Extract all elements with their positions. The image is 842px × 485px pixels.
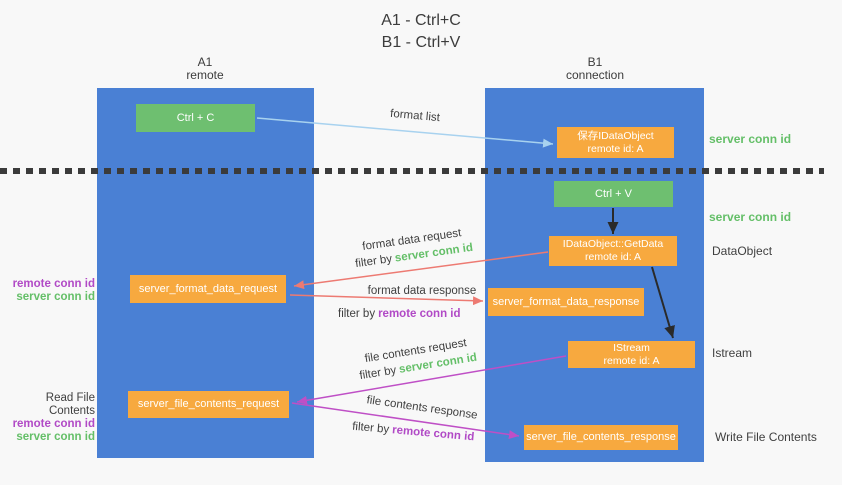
title-line-1: A1 - Ctrl+C <box>381 12 461 29</box>
filter-key-remote-conn-id: remote conn id <box>391 424 475 444</box>
node-server-file-contents-response-label: server_file_contents_response <box>526 431 676 443</box>
node-server-format-data-request: server_format_data_request <box>130 275 286 303</box>
node-istream-line1: IStream <box>613 341 650 354</box>
filter-key-remote-conn-id: remote conn id <box>378 308 461 320</box>
node-istream: IStream remote id: A <box>568 341 695 368</box>
node-idataobject-getdata-line2: remote id: A <box>584 251 642 263</box>
read-file-contents-annotation: Read File Contents <box>45 392 95 417</box>
lane-a-header: A1 remote <box>150 56 260 82</box>
lane-b-id: B1 <box>587 55 603 69</box>
dataobject-annotation: DataObject <box>712 244 773 258</box>
left-conn-id-block-format: remote conn id server conn id <box>0 278 95 304</box>
node-ctrl-c-label: Ctrl + C <box>176 111 215 124</box>
remote-conn-id-annotation: remote conn id <box>12 278 95 290</box>
divider-dotted-line <box>0 168 824 174</box>
format-data-response-label: format data response <box>367 285 477 297</box>
remote-conn-id-annotation: remote conn id <box>12 418 95 430</box>
node-save-idataobject-line1: 保存IDataObject <box>577 129 654 142</box>
format-data-request-label: format data request filter byserver conn… <box>337 222 490 275</box>
file-contents-response-label: file contents response <box>365 394 479 422</box>
node-server-file-contents-request: server_file_contents_request <box>128 391 289 418</box>
filter-by-prefix: filter by <box>358 364 398 383</box>
node-save-idataobject: 保存IDataObject remote id: A <box>557 127 674 158</box>
node-server-file-contents-request-label: server_file_contents_request <box>137 398 280 410</box>
node-server-format-data-response: server_format_data_response <box>488 288 644 316</box>
left-conn-id-block-file: Read File Contents remote conn id server… <box>0 392 95 444</box>
node-ctrl-c: Ctrl + C <box>136 104 255 132</box>
server-conn-id-annotation: server conn id <box>16 431 95 443</box>
file-contents-request-label: file contents request filter byserver co… <box>340 331 493 386</box>
node-idataobject-getdata: IDataObject::GetData remote id: A <box>549 236 677 266</box>
diagram-title: A1 - Ctrl+C B1 - Ctrl+V <box>0 10 842 54</box>
lane-b-label: connection <box>565 68 625 82</box>
server-conn-id-annotation-top: server conn id <box>709 132 792 146</box>
title-line-2: B1 - Ctrl+V <box>381 34 461 51</box>
node-server-format-data-request-label: server_format_data_request <box>138 282 278 295</box>
filter-by-prefix: filter by <box>354 253 393 271</box>
node-istream-line2: remote id: A <box>603 354 660 367</box>
server-conn-id-annotation: server conn id <box>16 291 95 303</box>
node-ctrl-v-label: Ctrl + V <box>595 187 632 200</box>
lane-a-id: A1 <box>197 55 213 69</box>
node-server-file-contents-response: server_file_contents_response <box>524 425 678 450</box>
lane-b-header: B1 connection <box>540 56 650 82</box>
node-save-idataobject-line2: remote id: A <box>587 142 644 155</box>
istream-annotation: Istream <box>712 346 753 360</box>
server-conn-id-annotation-mid: server conn id <box>709 210 792 224</box>
node-server-format-data-response-label: server_format_data_response <box>492 295 640 308</box>
lane-a-label: remote <box>186 68 224 82</box>
format-list-label: format list <box>389 107 441 125</box>
filter-by-prefix: filter by <box>351 420 390 436</box>
node-ctrl-v: Ctrl + V <box>554 181 673 207</box>
write-file-contents-annotation: Write File Contents <box>715 430 817 444</box>
filter-by-prefix: filter by <box>338 308 376 320</box>
node-idataobject-getdata-line1: IDataObject::GetData <box>562 238 664 250</box>
